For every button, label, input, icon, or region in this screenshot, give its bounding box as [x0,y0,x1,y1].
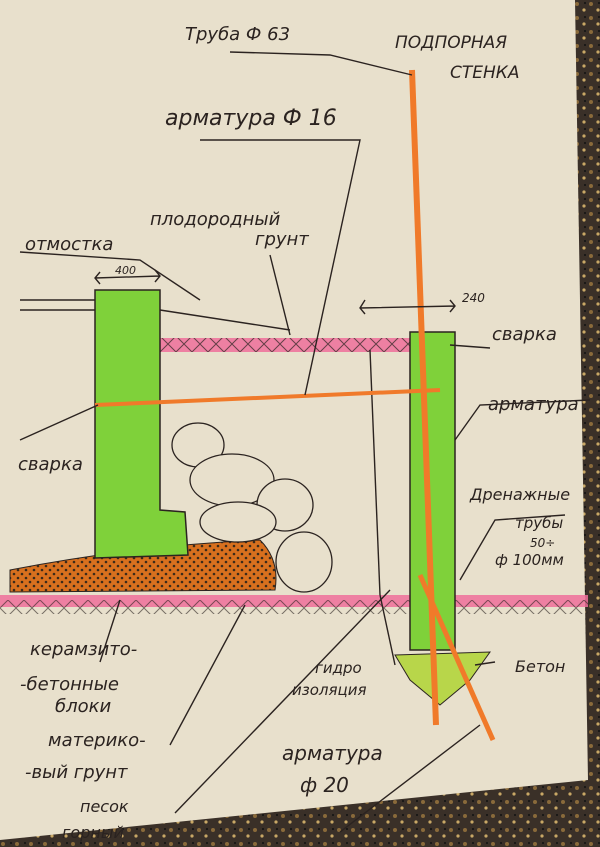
label-weld-right: сварка [492,324,557,345]
label-native-1: материко- [48,730,146,751]
blind-area-lines [20,299,291,331]
label-wall-2: СТЕНКА [450,63,519,83]
label-soil-2: грунт [255,229,309,250]
leader-lines [19,51,591,833]
label-soil-1: плодородный [150,209,281,230]
label-concrete: Бетон [515,657,565,676]
boulders [171,422,333,593]
waterproofing-line [369,349,381,596]
label-blind-area: отмостка [25,234,113,255]
label-waterproof-1: гидро [315,659,362,677]
label-pipe: Труба Ф 63 [185,24,290,45]
label-weld-left: сварка [18,454,83,475]
left-wall-blocks [94,289,189,559]
label-sand-2: горный [62,823,124,842]
rebar-16 [94,388,441,407]
concrete-footing [394,651,491,706]
label-drain-1: Дренажные [469,485,570,504]
label-waterproof-2: изоляция [292,681,367,699]
label-blocks-2: -бетонные [20,674,119,695]
label-wall-1: ПОДПОРНАЯ [395,33,507,53]
label-rebar-right: арматура [488,394,579,415]
label-dim-400: 400 [115,264,136,277]
rebar-20 [417,573,496,742]
label-native-2: -вый грунт [25,762,128,783]
label-sand-1: песок [80,797,129,816]
pipe-63 [409,69,439,726]
label-drain-4: ф 100мм [495,551,564,569]
label-drain-3: 50÷ [530,536,555,550]
label-blocks-3: блоки [55,696,111,717]
label-dim-240: 240 [462,291,485,305]
label-rebar20-2: ф 20 [300,773,349,797]
label-drain-2: трубы [515,514,563,532]
label-rebar16: арматура Ф 16 [165,106,337,131]
label-blocks-1: керамзито- [30,639,137,660]
label-rebar20-1: арматура [282,741,383,765]
